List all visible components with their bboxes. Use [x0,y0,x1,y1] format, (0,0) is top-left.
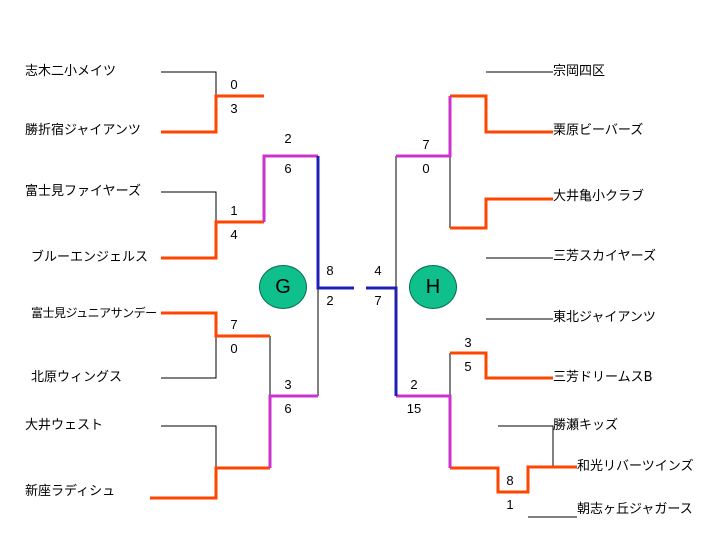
magenta-bracket-line [268,394,318,468]
team-katsuori: 勝折宿ジャイアンツ [25,123,141,138]
blue-bracket-line [316,156,354,290]
orange-bracket-line [150,466,270,500]
score-h-r1c-top: 3 [464,335,472,350]
score-h-pre-top: 8 [506,473,514,488]
score-h-r2a-bottom: 0 [422,161,430,176]
black-bracket-line [161,336,217,379]
score-h-r1c-bottom: 5 [464,359,472,374]
team-muneoka4: 宗岡四区 [553,64,606,79]
team-katsuse: 勝瀬キッズ [553,418,619,433]
score-g-r1c-bottom: 0 [230,341,238,356]
score-g-r1b-top: 1 [230,203,238,218]
first-round-winner-lines [150,94,577,500]
group-h-label: H [425,275,441,298]
orange-bracket-line [450,197,553,230]
score-g-r1b-bottom: 4 [230,227,238,242]
orange-bracket-line [161,311,270,338]
score-h-final-bottom: 7 [374,293,382,308]
orange-bracket-line [161,94,264,134]
team-shinza: 新座ラディシュ [25,484,116,499]
score-g-r2b-top: 3 [284,377,292,392]
orange-bracket-line [450,351,553,380]
group-h-circle: H [409,265,457,309]
team-wako: 和光リバーツインズ [577,459,694,474]
score-h-r2b-top: 2 [410,377,418,392]
second-round-winner-lines [262,96,452,468]
team-sanpo-sky: 三芳スカイヤーズ [553,249,656,264]
score-h-final-top: 4 [374,263,382,278]
score-h-pre-bottom: 1 [506,497,514,512]
black-bracket-line [161,425,217,468]
group-g-circle: G [259,265,307,309]
score-h-r2a-top: 7 [422,137,430,152]
team-kitahara: 北原ウィングス [31,370,123,385]
team-sanpo-dreams: 三芳ドリームスB [553,370,653,385]
orange-bracket-line [450,94,553,134]
orange-bracket-line [450,465,577,494]
team-kurihara: 栗原ビーバーズ [553,123,644,138]
team-oi-kame: 大井亀小クラブ [553,189,645,204]
score-g-final-bottom: 2 [326,293,334,308]
team-tohoku: 東北ジャイアンツ [553,310,656,325]
score-g-final-top: 8 [326,263,334,278]
score-g-r1c-top: 7 [230,317,238,332]
score-h-r2b-bottom: 15 [406,401,422,416]
team-fujimi-fire: 富士見ファイヤーズ [25,184,141,199]
magenta-bracket-line [396,394,452,468]
magenta-bracket-line [396,96,452,158]
black-bracket-line [161,191,217,222]
black-bracket-line [161,71,217,96]
score-g-r1a-bottom: 3 [230,101,238,116]
team-shiki2: 志木二小メイツ [25,64,117,79]
blue-bracket-line [366,286,398,396]
team-asashi: 朝志ヶ丘ジャガース [577,502,693,517]
team-oi-west: 大井ウェスト [25,418,104,433]
score-g-r1a-top: 0 [230,77,238,92]
magenta-bracket-line [262,154,318,222]
score-g-r2b-bottom: 6 [284,401,292,416]
black-bracket-line [498,425,554,468]
group-g-label: G [275,275,291,298]
final-winner-lines [316,156,398,396]
score-g-r2a-bottom: 6 [284,161,292,176]
score-g-r2a-top: 2 [284,131,292,146]
team-fujimi-jr: 富士見ジュニアサンデー [31,306,157,320]
team-blue-angels: ブルーエンジェルス [31,250,149,265]
orange-bracket-line [161,220,264,260]
